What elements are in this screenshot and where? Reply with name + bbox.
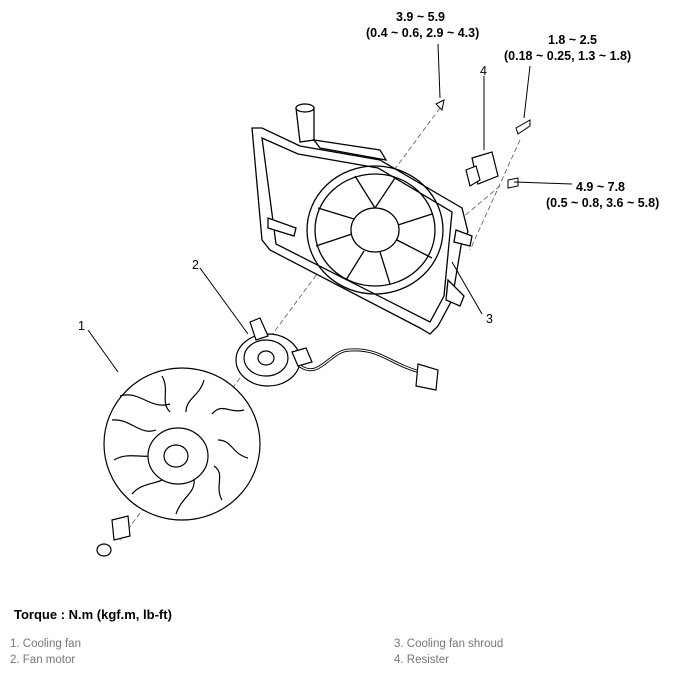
torque-resister-detail: (0.18 ~ 0.25, 1.3 ~ 1.8): [504, 49, 631, 63]
leader-lines: [87, 43, 573, 373]
torque-top-range: 3.9 ~ 5.9: [396, 10, 445, 24]
legend-right: 3. Cooling fan shroud 4. Resister: [394, 636, 503, 668]
fan-motor: [235, 317, 439, 391]
torque-resister-range: 1.8 ~ 2.5: [548, 33, 597, 47]
torque-header: Torque : N.m (kgf.m, lb-ft): [14, 607, 172, 622]
resister: [465, 151, 499, 187]
torque-side-range: 4.9 ~ 7.8: [576, 180, 625, 194]
cooling-fan-shroud: [251, 103, 473, 335]
legend-item: 2. Fan motor: [10, 654, 76, 666]
callout-3: 3: [486, 312, 493, 326]
torque-top-detail: (0.4 ~ 0.6, 2.9 ~ 4.3): [366, 26, 479, 40]
bolt-icon: [435, 99, 531, 189]
callout-4: 4: [480, 64, 487, 78]
legend-item: 4. Resister: [394, 654, 449, 666]
callout-1: 1: [78, 319, 85, 333]
legend-item: 1. Cooling fan: [10, 638, 81, 650]
legend-item: 3. Cooling fan shroud: [394, 638, 504, 650]
legend-left: 1. Cooling fan 2. Fan motor: [10, 636, 81, 668]
callout-2: 2: [192, 258, 199, 272]
cooling-fan: [96, 367, 261, 557]
exploded-diagram: 3.9 ~ 5.9 (0.4 ~ 0.6, 2.9 ~ 4.3) 1.8 ~ 2…: [78, 10, 659, 557]
torque-side-detail: (0.5 ~ 0.8, 3.6 ~ 5.8): [546, 196, 659, 210]
